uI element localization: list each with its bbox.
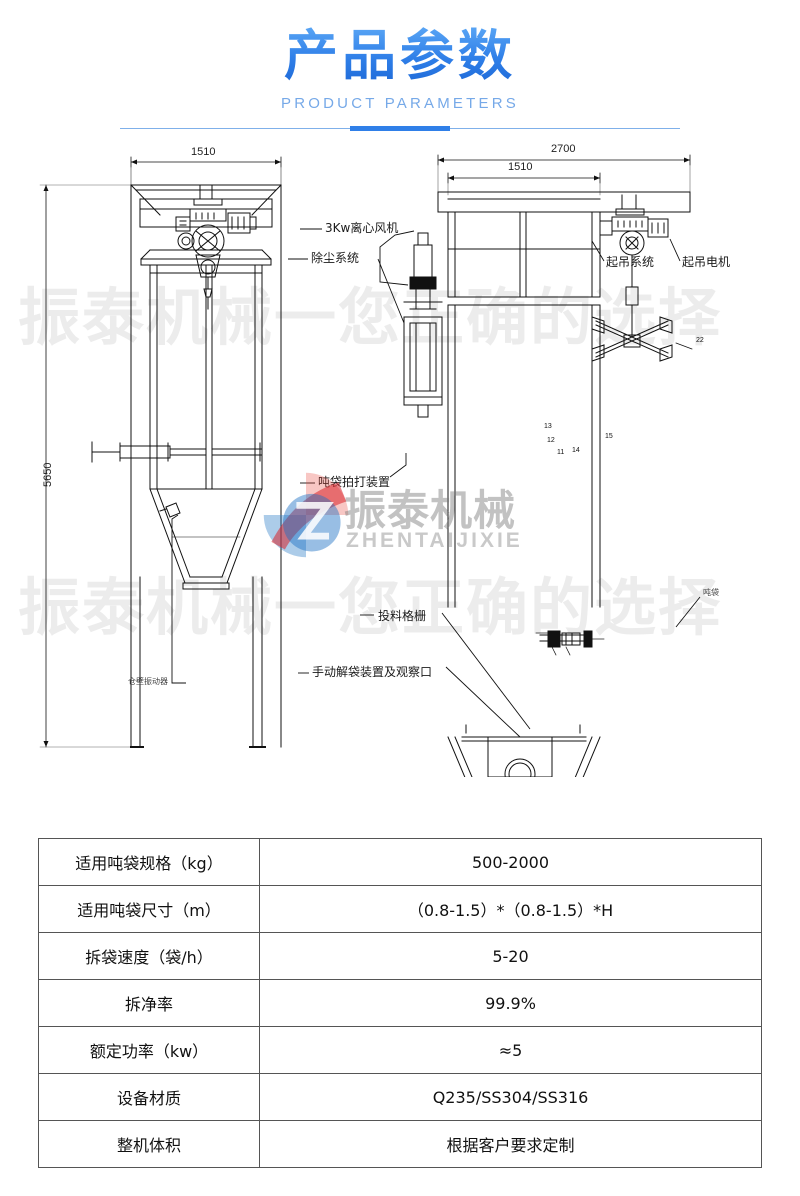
anno-manual-bag-cut: 手动解袋装置及观察口: [312, 665, 433, 680]
anno-wall-vibrator: 仓壁振动器: [128, 677, 168, 687]
watermark-center-en: ZHENTAIJIXIE: [346, 529, 523, 553]
page-header: 产品参数 PRODUCT PARAMETERS: [0, 0, 800, 130]
technical-drawing: 振泰机械一您正确的选择 振泰机械一您正确的选择: [0, 137, 800, 778]
callout-12: 12: [547, 437, 555, 445]
table-row: 拆袋速度（袋/h） 5-20: [38, 932, 762, 980]
spec-value: 根据客户要求定制: [259, 1120, 762, 1168]
spec-key: 拆袋速度（袋/h）: [38, 932, 260, 980]
callout-11: 11: [557, 449, 565, 457]
table-row: 设备材质 Q235/SS304/SS316: [38, 1073, 762, 1121]
page-title: 产品参数: [0, 26, 800, 86]
spec-table: 适用吨袋规格（kg） 500-2000 适用吨袋尺寸（m） （0.8-1.5）*…: [38, 838, 762, 1168]
spec-key: 整机体积: [38, 1120, 260, 1168]
spec-key: 额定功率（kw）: [38, 1026, 260, 1074]
spec-key: 设备材质: [38, 1073, 260, 1121]
table-row: 适用吨袋尺寸（m） （0.8-1.5）*（0.8-1.5）*H: [38, 885, 762, 933]
drawing-vector: [39, 154, 693, 778]
table-row: 适用吨袋规格（kg） 500-2000: [38, 838, 762, 886]
spec-value: （0.8-1.5）*（0.8-1.5）*H: [259, 885, 762, 933]
spec-table-body: 适用吨袋规格（kg） 500-2000 适用吨袋尺寸（m） （0.8-1.5）*…: [38, 838, 762, 1168]
header-divider: [120, 128, 680, 130]
dim-total-height: 5650: [42, 462, 54, 488]
dim-left-width: 1510: [191, 146, 216, 159]
page-subtitle: PRODUCT PARAMETERS: [281, 95, 519, 113]
brand-logo-icon: [263, 473, 349, 558]
spec-value: Q235/SS304/SS316: [259, 1073, 762, 1121]
anno-feed-grille: 投料格栅: [378, 609, 427, 624]
callout-13: 13: [544, 423, 552, 431]
spec-value: 5-20: [259, 932, 762, 980]
watermark-center-cn: 振泰机械: [344, 486, 517, 536]
spec-key: 适用吨袋规格（kg）: [38, 838, 260, 886]
table-row: 额定功率（kw） ≈5: [38, 1026, 762, 1074]
dim-right-inner: 1510: [508, 161, 533, 174]
spec-value: 99.9%: [259, 979, 762, 1027]
spec-key: 适用吨袋尺寸（m）: [38, 885, 260, 933]
anno-dust: 除尘系统: [311, 251, 360, 266]
watermark-center: 振泰机械 ZHENTAIJIXIE: [258, 467, 588, 577]
spec-table-wrapper: 适用吨袋规格（kg） 500-2000 适用吨袋尺寸（m） （0.8-1.5）*…: [38, 838, 762, 1168]
spec-value: ≈5: [259, 1026, 762, 1074]
anno-hoist-system: 起吊系统: [606, 255, 655, 270]
dim-right-outer: 2700: [551, 143, 576, 156]
table-row: 拆净率 99.9%: [38, 979, 762, 1027]
spec-value: 500-2000: [259, 838, 762, 886]
callout-22: 22: [696, 337, 704, 345]
callout-15: 15: [605, 433, 613, 441]
anno-fan: 3Kw离心风机: [325, 221, 399, 236]
table-row: 整机体积 根据客户要求定制: [38, 1120, 762, 1168]
callout-14: 14: [572, 447, 580, 455]
anno-hoist-motor: 起吊电机: [682, 255, 731, 270]
anno-ton-bag: 吨袋: [703, 588, 719, 598]
spec-key: 拆净率: [38, 979, 260, 1027]
